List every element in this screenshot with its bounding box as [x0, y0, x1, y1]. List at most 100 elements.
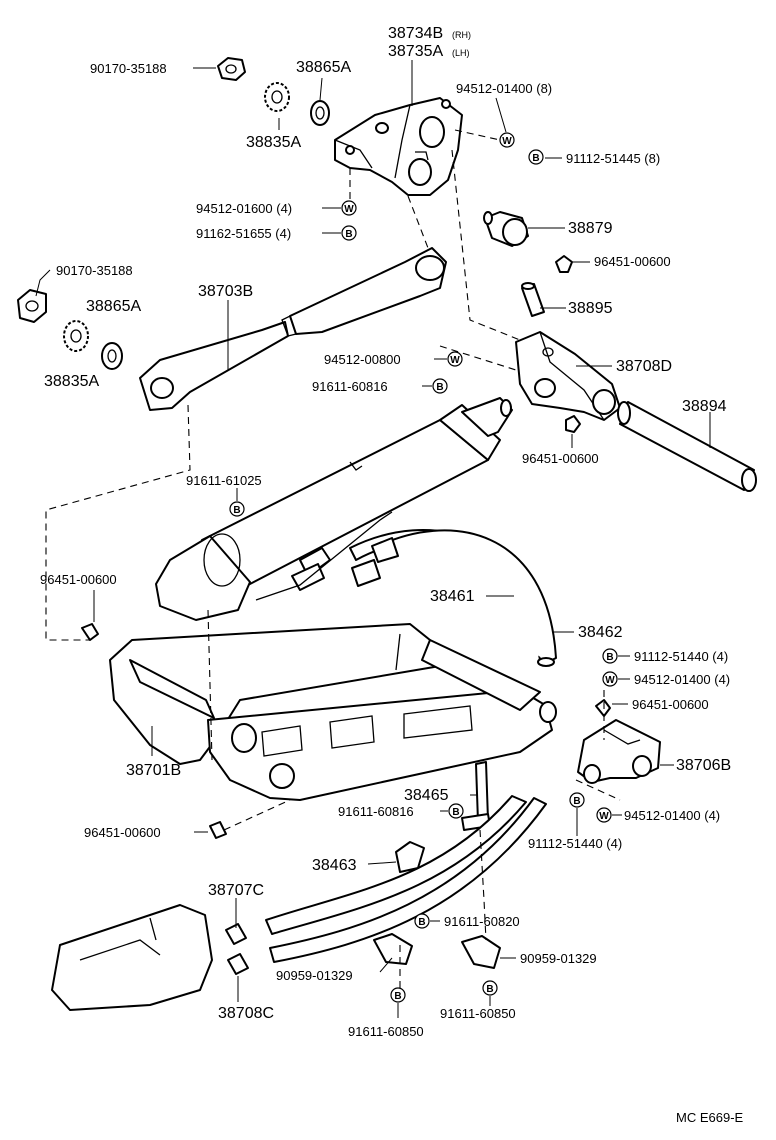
label-91611-60816-b: 91611-60816 — [338, 804, 414, 819]
label-90959-01329-b: 90959-01329 — [520, 951, 597, 966]
fitting-38707C — [225, 923, 247, 945]
label-91112-51445-8: 91112-51445 (8) — [566, 151, 660, 166]
label-96451-00600-b: 96451-00600 — [522, 451, 599, 466]
mounting-bracket-38734B — [334, 97, 463, 196]
toothed-washer-top — [264, 82, 290, 112]
svg-text:W: W — [450, 355, 460, 366]
svg-text:B: B — [452, 807, 459, 818]
svg-text:W: W — [605, 675, 615, 686]
pin-38895 — [521, 282, 545, 317]
toothed-washer-left — [63, 320, 89, 352]
svg-text:B: B — [233, 505, 240, 516]
svg-text:B: B — [486, 984, 493, 995]
svg-text:B: B — [418, 917, 425, 928]
label-94512-01400-4a: 94512-01400 (4) — [634, 672, 730, 687]
washer-marker-5: W — [596, 807, 612, 823]
svg-text:B: B — [436, 382, 443, 393]
lower-hoses — [265, 795, 547, 963]
label-94512-01400-8: 94512-01400 (8) — [456, 81, 552, 96]
bolt-marker-3: B — [432, 378, 448, 394]
label-94512-01400-4b: 94512-01400 (4) — [624, 808, 720, 823]
hydraulic-cylinder — [155, 397, 513, 621]
label-91611-60816-a: 91611-60816 — [312, 379, 388, 394]
assembly-dash-lines — [45, 129, 621, 990]
label-38706B: 38706B — [676, 757, 731, 774]
label-38707C: 38707C — [208, 882, 264, 899]
grease-fitting-left — [81, 623, 99, 641]
label-38835A-left: 38835A — [44, 373, 99, 390]
label-38703B: 38703B — [198, 283, 253, 300]
label-38895: 38895 — [568, 300, 613, 317]
plain-washer-left — [101, 342, 123, 370]
fitting-38708C — [227, 953, 249, 975]
clamp-right — [461, 935, 501, 969]
label-90959-01329-a: 90959-01329 — [276, 968, 353, 983]
bolt-marker-9: B — [390, 987, 406, 1003]
grease-fitting-a — [555, 255, 573, 273]
label-91611-60820: 91611-60820 — [444, 914, 520, 929]
part-labels: 38734B (RH) 38735A (LH) 90170-35188 3886… — [40, 25, 744, 1125]
bushing-38879 — [483, 211, 529, 247]
washer-marker-2: W — [341, 200, 357, 216]
washer-marker-1: W — [499, 132, 515, 148]
grease-fitting-lower — [209, 821, 227, 839]
bolt-marker-2: B — [341, 225, 357, 241]
label-38461: 38461 — [430, 588, 475, 605]
label-38465: 38465 — [404, 787, 449, 804]
label-90170-35188-top: 90170-35188 — [90, 61, 167, 76]
svg-text:W: W — [344, 204, 354, 215]
link-arm-38703B — [139, 247, 447, 411]
lower-frame-38701B — [109, 623, 557, 801]
bracket-38708D — [515, 331, 621, 433]
label-96451-00600-e: 96451-00600 — [84, 825, 161, 840]
svg-text:B: B — [394, 991, 401, 1002]
label-91611-60850-b: 91611-60850 — [440, 1006, 516, 1021]
label-94512-01600-4: 94512-01600 (4) — [196, 201, 292, 216]
svg-text:B: B — [345, 229, 352, 240]
label-96451-00600-a: 96451-00600 — [594, 254, 671, 269]
label-38879: 38879 — [568, 220, 613, 237]
plain-washer-top — [310, 100, 330, 126]
label-38735A-side: (LH) — [452, 48, 470, 58]
clamp-left — [373, 933, 413, 965]
label-91611-61025: 91611-61025 — [186, 473, 262, 488]
bolt-marker-4: B — [229, 501, 245, 517]
label-38701B: 38701B — [126, 762, 181, 779]
washer-marker-4: W — [602, 671, 618, 687]
bracket-38706B — [577, 699, 661, 784]
label-91162-51655-4: 91162-51655 (4) — [196, 226, 291, 241]
label-38708C: 38708C — [218, 1005, 274, 1022]
label-38708D: 38708D — [616, 358, 672, 375]
control-valve — [51, 904, 213, 1011]
bolt-marker-1: B — [528, 149, 544, 165]
nut-top — [217, 57, 246, 81]
nut-left — [17, 289, 47, 323]
label-91112-51440-4a: 91112-51440 (4) — [634, 649, 728, 664]
label-38463: 38463 — [312, 857, 357, 874]
label-96451-00600-d: 96451-00600 — [632, 697, 709, 712]
label-91112-51440-4b: 91112-51440 (4) — [528, 836, 622, 851]
svg-text:B: B — [606, 652, 613, 663]
bolt-marker-7: B — [569, 792, 585, 808]
label-38734B: 38734B — [388, 25, 443, 42]
label-90170-35188-left: 90170-35188 — [56, 263, 133, 278]
label-94512-00800: 94512-00800 — [324, 352, 401, 367]
hoses-38461-38462 — [349, 529, 557, 667]
svg-text:B: B — [532, 153, 539, 164]
svg-text:W: W — [502, 136, 512, 147]
label-38835A-top: 38835A — [246, 134, 301, 151]
bracket-38465 — [461, 761, 491, 831]
label-96451-00600-c: 96451-00600 — [40, 572, 117, 587]
label-91611-60850-a: 91611-60850 — [348, 1024, 424, 1039]
label-38865A-top: 38865A — [296, 59, 351, 76]
diagram-code: MC E669-E — [676, 1110, 744, 1125]
clip-38463 — [395, 841, 425, 873]
label-38462: 38462 — [578, 624, 623, 641]
label-38865A-left: 38865A — [86, 298, 141, 315]
bolt-marker-5: B — [602, 648, 618, 664]
bolt-marker-10: B — [482, 980, 498, 996]
washer-marker-3: W — [447, 351, 463, 367]
svg-text:W: W — [599, 811, 609, 822]
